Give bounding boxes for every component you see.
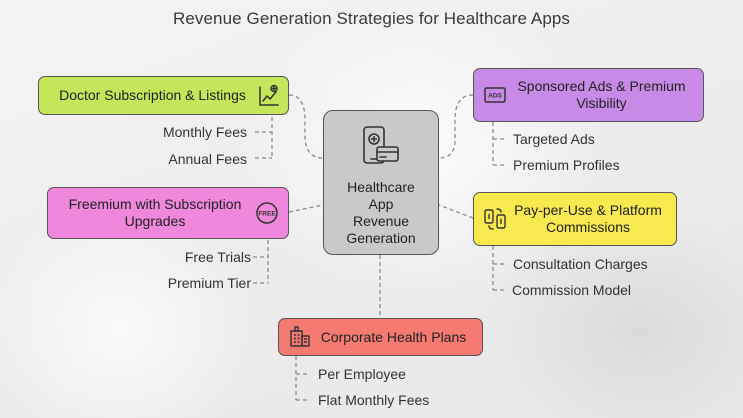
branch-freemium: Freemium with Subscription Upgrades FREE (47, 187, 289, 239)
connector-freemium (288, 204, 324, 213)
branch-sponsored-ads: ADS Sponsored Ads & Premium Visibility (473, 68, 704, 122)
leaf-premium-profiles: Premium Profiles (513, 157, 620, 173)
connector-ads (438, 94, 474, 159)
branch-payper-label: Pay-per-Use & Platform Commissions (514, 202, 662, 235)
svg-text:ADS: ADS (488, 93, 502, 100)
phone-card-icon (363, 126, 399, 164)
leaf-annual-fees: Annual Fees (168, 151, 247, 167)
ads-icon: ADS (482, 82, 508, 108)
center-line-3: Revenue (352, 213, 410, 229)
branch-corporate-label: Corporate Health Plans (320, 328, 467, 345)
leaf-per-employee: Per Employee (318, 366, 406, 382)
branch-doctor-label: Doctor Subscription & Listings (59, 87, 246, 103)
leaf-consultation-charges: Consultation Charges (513, 256, 648, 272)
branch-corporate-health: Corporate Health Plans (278, 318, 483, 356)
center-line-1: Healthcare (347, 179, 415, 195)
leaf-free-trials: Free Trials (184, 249, 251, 265)
connector-doctor (288, 94, 324, 159)
branch-doctor-subscription: Doctor Subscription & Listings (38, 76, 289, 115)
free-badge-icon: FREE (254, 200, 280, 226)
branch-ads-label: Sponsored Ads & Premium Visibility (517, 78, 686, 111)
branch-pay-per-use: Pay-per-Use & Platform Commissions (473, 192, 677, 246)
leaf-premium-tier: Premium Tier (167, 275, 251, 291)
growth-chart-icon (256, 83, 282, 109)
leaf-targeted-ads: Targeted Ads (513, 131, 595, 147)
branch-freemium-label: Freemium with Subscription Upgrades (68, 196, 242, 229)
leaf-monthly-fees: Monthly Fees (162, 124, 247, 140)
money-exchange-icon (482, 206, 508, 232)
leaf-commission-model: Commission Model (512, 282, 632, 298)
svg-text:FREE: FREE (258, 211, 276, 218)
leaf-flat-monthly-fees: Flat Monthly Fees (318, 392, 430, 408)
center-node: Healthcare App Revenue Generation (323, 110, 439, 255)
diagram-title: Revenue Generation Strategies for Health… (172, 9, 571, 28)
center-line-4: Generation (346, 230, 416, 246)
connector-payper (438, 204, 474, 219)
office-building-icon (287, 324, 313, 350)
center-line-2: App (368, 196, 394, 212)
